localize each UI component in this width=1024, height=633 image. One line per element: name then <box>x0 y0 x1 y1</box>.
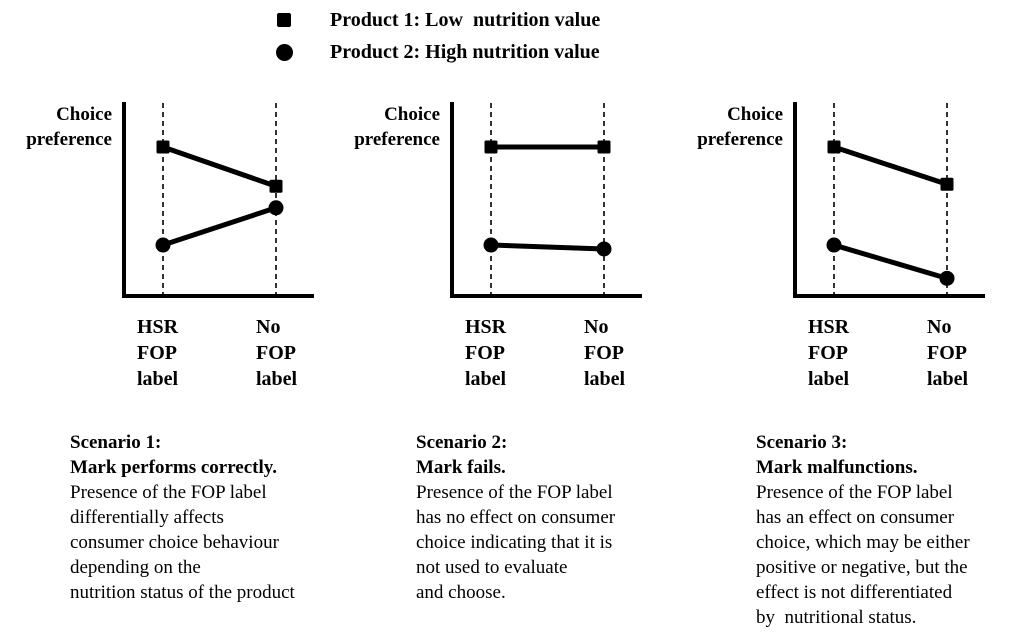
legend-marker-box <box>274 13 294 27</box>
square-marker-icon <box>277 13 291 27</box>
scenario-2-caption: Scenario 2: Mark fails. Presence of the … <box>416 430 746 605</box>
legend-label-product-2: Product 2: High nutrition value <box>330 40 600 63</box>
square-marker-icon <box>156 140 170 154</box>
legend-item-product-2: Product 2: High nutrition value <box>274 40 600 64</box>
y-axis-label: Choice preference <box>26 104 112 150</box>
x-tick-hsr-fop-label: HSR FOP label <box>465 316 507 390</box>
y-axis-label: Choice preference <box>697 104 783 150</box>
scenario-2-plot <box>450 102 642 298</box>
y-axis-label: Choice preference <box>354 104 440 150</box>
square-marker-icon <box>269 179 283 193</box>
legend-item-product-1: Product 1: Low nutrition value <box>274 8 600 32</box>
circle-marker-icon <box>483 237 499 253</box>
scenario-2-chart-panel: Choice preference HSR FOP label No FOP l… <box>354 98 660 418</box>
series-line-circle <box>833 242 948 281</box>
x-tick-hsr-fop-label: HSR FOP label <box>808 316 850 390</box>
circle-marker-icon <box>268 200 284 216</box>
series-line-circle <box>490 242 605 252</box>
square-marker-icon <box>597 140 611 154</box>
square-marker-icon <box>484 140 498 154</box>
x-tick-no-fop-label: No FOP label <box>256 316 298 390</box>
legend-marker-box <box>274 43 294 61</box>
circle-marker-icon <box>275 43 293 61</box>
circle-marker-icon <box>155 237 171 253</box>
scenario-1-chart-panel: Choice preference HSR FOP label No FOP l… <box>26 98 332 418</box>
legend: Product 1: Low nutrition value Product 2… <box>274 8 600 72</box>
scenario-1-title: Scenario 1: Mark performs correctly. <box>70 432 277 478</box>
series-line-square <box>162 144 277 189</box>
square-marker-icon <box>940 177 954 191</box>
scenario-3-chart-panel: Choice preference HSR FOP label No FOP l… <box>697 98 1003 418</box>
circle-marker-icon <box>826 237 842 253</box>
x-tick-hsr-fop-label: HSR FOP label <box>137 316 179 390</box>
legend-label-product-1: Product 1: Low nutrition value <box>330 8 601 31</box>
series-line-square <box>833 144 948 187</box>
scenario-2-title: Scenario 2: Mark fails. <box>416 432 508 478</box>
scenario-2-description: Presence of the FOP label has no effect … <box>416 482 616 603</box>
scenario-3-description: Presence of the FOP label has an effect … <box>756 482 970 628</box>
scenario-3-caption: Scenario 3: Mark malfunctions. Presence … <box>756 430 1024 630</box>
x-tick-no-fop-label: No FOP label <box>927 316 969 390</box>
circle-marker-icon <box>939 270 955 286</box>
x-tick-no-fop-label: No FOP label <box>584 316 626 390</box>
square-marker-icon <box>827 140 841 154</box>
scenario-1-description: Presence of the FOP label differentially… <box>70 482 295 603</box>
scenario-1-caption: Scenario 1: Mark performs correctly. Pre… <box>70 430 400 605</box>
scenario-3-title: Scenario 3: Mark malfunctions. <box>756 432 918 478</box>
series-line-circle <box>162 205 277 248</box>
scenario-3-plot <box>793 102 985 298</box>
circle-marker-icon <box>596 241 612 257</box>
scenario-1-plot <box>122 102 314 298</box>
